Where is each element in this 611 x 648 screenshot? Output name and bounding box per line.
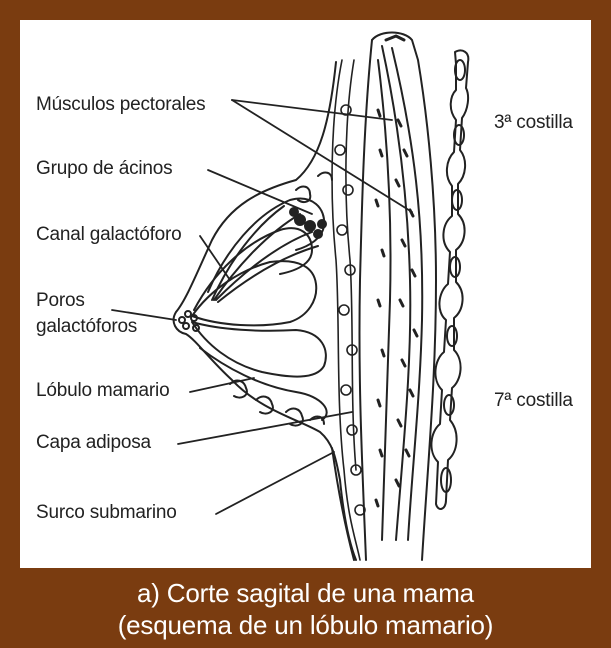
caption-line-2: (esquema de un lóbulo mamario) (0, 610, 611, 641)
label-capa-adiposa: Capa adiposa (36, 432, 151, 454)
breast-outline (174, 62, 356, 560)
label-canal-galactoforo: Canal galactóforo (36, 224, 182, 246)
label-poros: Poros (36, 290, 85, 312)
caption-line-1: a) Corte sagital de una mama (0, 578, 611, 609)
label-lobulo-mamario: Lóbulo mamario (36, 380, 169, 402)
label-grupo-acinos: Grupo de ácinos (36, 158, 172, 180)
label-3a-costilla: 3ª costilla (494, 112, 573, 134)
lobules (179, 173, 332, 426)
label-galactoforos: galactóforos (36, 316, 137, 338)
label-7a-costilla: 7ª costilla (494, 390, 573, 412)
label-surco-submarino: Surco submarino (36, 502, 177, 524)
pectoral-muscle (359, 33, 436, 561)
label-musculos-pectorales: Músculos pectorales (36, 94, 205, 116)
